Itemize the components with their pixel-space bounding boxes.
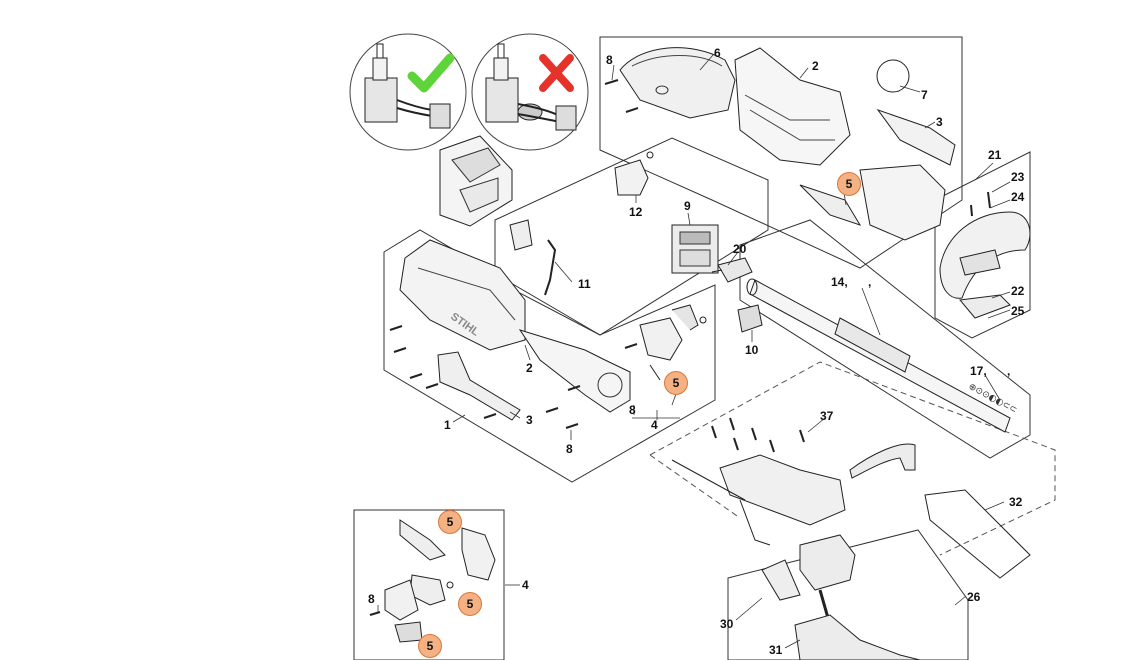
callout-part-5-inset-a: 5 xyxy=(438,510,462,534)
label-part-11: 11 xyxy=(578,277,591,291)
part-37-screws xyxy=(711,417,805,453)
label-part-25: 25 xyxy=(1011,304,1025,318)
part-20-connector xyxy=(711,257,753,283)
screws-motor-group xyxy=(389,325,638,429)
label-part-20: 20 xyxy=(733,242,747,256)
frame-head-group xyxy=(727,529,969,660)
connector-wrong-illustration xyxy=(471,33,589,151)
label-part-24: 24 xyxy=(1011,190,1025,204)
label-part-2-main: 2 xyxy=(526,361,533,375)
label-part-32: 32 xyxy=(1009,495,1023,509)
label-part-14: 14, xyxy=(831,275,848,289)
part-21-handle xyxy=(939,211,1031,319)
callout-part-5-top: 5 xyxy=(837,172,861,196)
part-4-inset-assembly xyxy=(369,519,496,643)
frame-shaft-group xyxy=(649,361,1056,556)
label-part-21: 21 xyxy=(988,148,1002,162)
frame-inset-group xyxy=(353,509,505,660)
frame-housing-group xyxy=(599,36,963,269)
callout-part-5-inset-b: 5 xyxy=(458,592,482,616)
part-3-trim-main xyxy=(437,351,521,421)
part-14-tube xyxy=(746,278,1011,433)
part-7-ring xyxy=(876,59,910,93)
label-part-3-main: 3 xyxy=(526,413,533,427)
label-part-4-inset: 4 xyxy=(522,578,529,592)
part-motor-lower xyxy=(671,454,846,546)
label-part-10: 10 xyxy=(745,343,759,357)
label-part-30: 30 xyxy=(720,617,734,631)
part-3-trim xyxy=(876,109,956,166)
label-part-17-comma: , xyxy=(1007,364,1011,378)
part-31-head xyxy=(794,614,921,660)
cover-shell-illustration xyxy=(439,135,513,227)
callout-part-5-inset-c: 5 xyxy=(418,634,442,658)
part-2-housing-top xyxy=(734,47,851,166)
label-part-8-top: 8 xyxy=(606,53,613,67)
label-part-2-top: 2 xyxy=(812,59,819,73)
label-part-1: 1 xyxy=(444,418,451,432)
part-6-cover xyxy=(619,47,736,119)
part-12-switch xyxy=(614,151,654,196)
part-11-clip xyxy=(509,219,557,296)
label-part-3-top: 3 xyxy=(936,115,943,129)
red-x-icon xyxy=(539,54,574,92)
part-10-plug xyxy=(737,304,763,333)
label-part-23: 23 xyxy=(1011,170,1025,184)
connector-correct-illustration xyxy=(349,33,467,151)
part-32-guard-bar xyxy=(924,489,1031,579)
label-part-9: 9 xyxy=(684,199,691,213)
label-part-22: 22 xyxy=(1011,284,1025,298)
part-30-adapter xyxy=(761,559,801,601)
callout-part-5-main: 5 xyxy=(664,371,688,395)
label-part-7: 7 xyxy=(921,88,928,102)
part-trigger-assembly-top xyxy=(799,164,946,241)
label-part-31: 31 xyxy=(769,643,783,657)
part-9-module xyxy=(671,224,719,274)
label-part-26: 26 xyxy=(967,590,981,604)
label-part-8-inset: 8 xyxy=(368,592,375,606)
label-part-14-comma: , xyxy=(868,275,872,289)
leader-lines xyxy=(377,54,1011,649)
screw-8-top xyxy=(604,79,639,113)
label-part-8-main-b: 8 xyxy=(629,403,636,417)
label-part-37: 37 xyxy=(820,409,834,423)
label-part-6: 6 xyxy=(714,46,721,60)
frame-handle-group xyxy=(934,151,1031,339)
screws-handle xyxy=(970,191,991,217)
part-1-motor-housing xyxy=(399,239,631,413)
label-part-8-main-a: 8 xyxy=(566,442,573,456)
label-part-12: 12 xyxy=(629,205,643,219)
part-handle-bar xyxy=(849,443,916,479)
green-check-icon xyxy=(407,53,455,93)
frame-tube-group xyxy=(739,219,1031,459)
part-4-switch-parts xyxy=(639,304,707,381)
label-part-4-main: 4 xyxy=(651,418,658,432)
label-part-17: 17, xyxy=(970,364,987,378)
